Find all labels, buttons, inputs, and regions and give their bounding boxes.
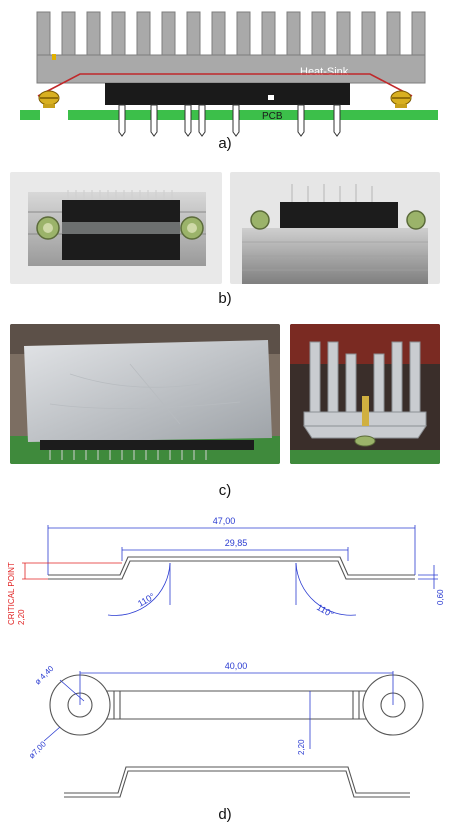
dim-2985-label: 29,85: [225, 538, 248, 548]
photo-c-heatsink-block: [10, 324, 280, 464]
caption-a: a): [218, 135, 232, 152]
photo-b-side-view: [230, 172, 440, 284]
critical-point-label: CRITICAL POINT: [7, 562, 16, 625]
dim-700-label: ø7,00: [27, 739, 48, 760]
clip-profile: [48, 556, 415, 576]
heatsink-fins: [36, 11, 426, 58]
dim-47-label: 47,00: [213, 516, 236, 526]
dim-40-label: 40,00: [225, 661, 248, 671]
photo-c-fins-side: [290, 324, 440, 464]
dim-060: [418, 565, 438, 589]
caption-d: d): [218, 806, 232, 823]
screw-right: [390, 90, 412, 108]
heatsink-schematic: Heat-Sink PCB: [20, 11, 438, 137]
heatsink-label: Heat-Sink: [300, 66, 349, 78]
dim-47: [47, 525, 416, 575]
chip-body: [105, 83, 350, 105]
heatsink-base: [36, 54, 426, 84]
clip-top-view: [49, 674, 424, 736]
dim-440-label: ø 4,40: [33, 664, 56, 687]
pcb: [20, 110, 438, 120]
chip-pins: [118, 104, 341, 137]
panel-d-clip-drawing: 47,00 29,85 110° 110° CRITICAL POINT 2,2…: [0, 505, 450, 805]
angle-arc-right: [295, 562, 357, 616]
panel-a-schematic: Heat-Sink PCB: [0, 0, 450, 150]
clip-side-view: [64, 766, 410, 794]
dim-40: [79, 671, 394, 705]
caption-c: c): [218, 482, 232, 499]
chip-notch: [268, 95, 274, 100]
clip-tab: [52, 54, 56, 60]
critical-point-marker: [22, 562, 122, 580]
angle-right-label: 110°: [315, 602, 336, 620]
dim-220-left-label: 2,20: [17, 609, 26, 625]
dim-2985: [121, 547, 349, 561]
clip-dimension-drawing: 47,00 29,85 110° 110° CRITICAL POINT 2,2…: [7, 516, 445, 798]
spring-clip: [37, 73, 413, 97]
photo-b-top-view: [10, 172, 222, 284]
dim-220-mid-label: 2,20: [297, 739, 306, 755]
caption-b: b): [218, 290, 232, 307]
dim-060-label: 0,60: [436, 589, 445, 605]
angle-arc-left: [107, 562, 171, 616]
screw-left: [38, 90, 60, 108]
pcb-label: PCB: [262, 111, 283, 122]
